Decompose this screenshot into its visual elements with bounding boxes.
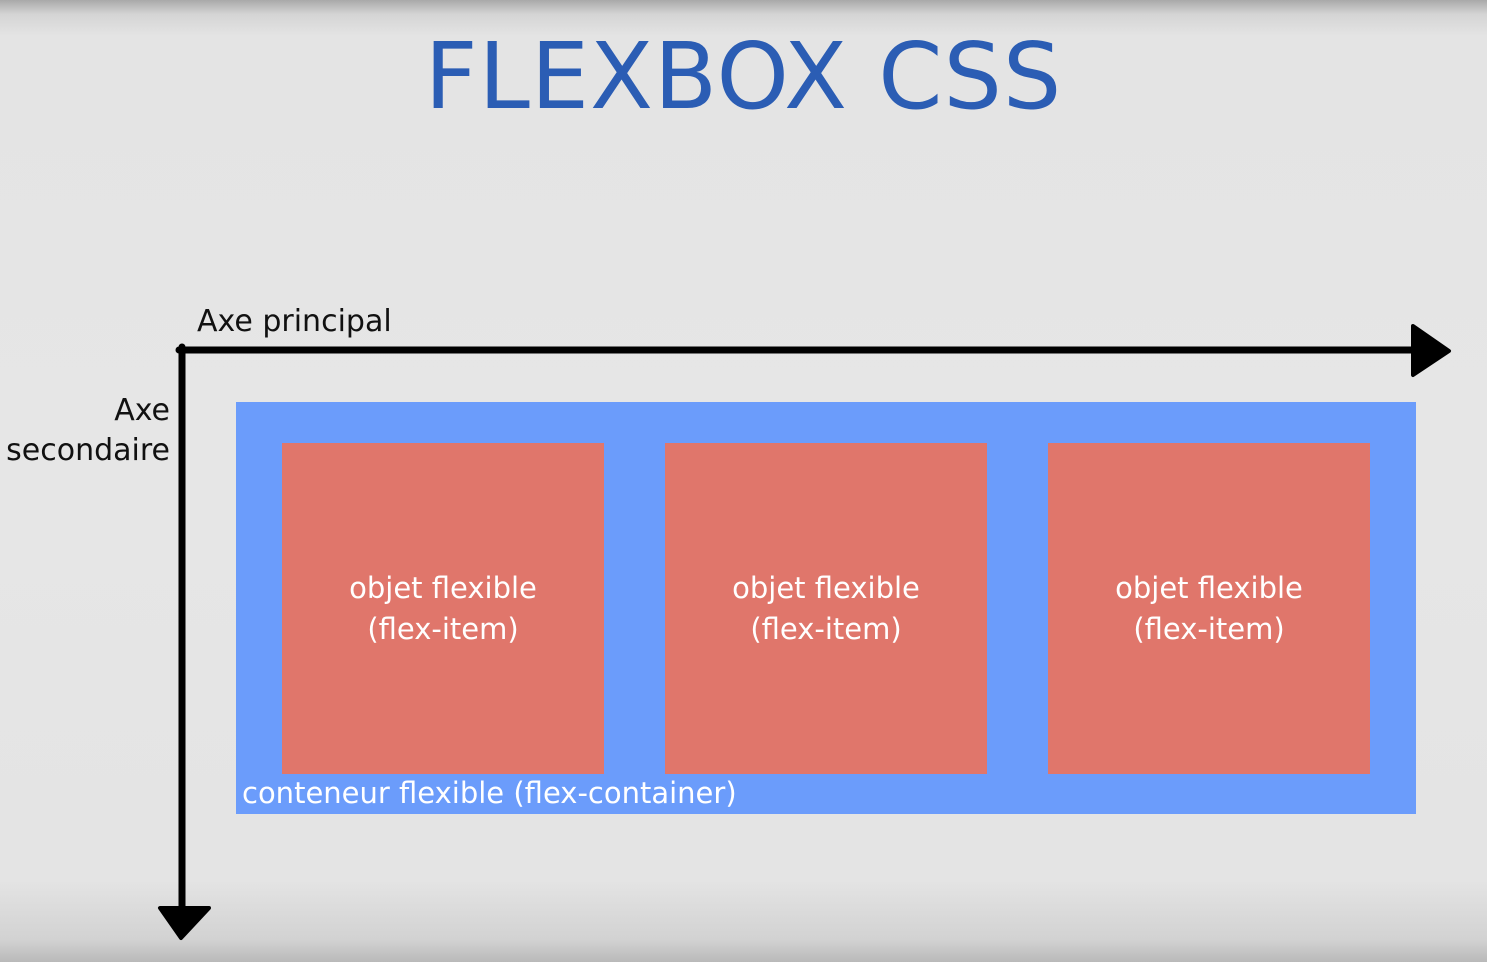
flex-item-label: objet flexible: [732, 570, 920, 605]
secondary-axis-label-line2: secondaire: [6, 433, 170, 468]
flex-container-label: conteneur flexible (flex-container): [242, 776, 737, 810]
main-axis-label: Axe principal: [197, 304, 392, 339]
flex-container: objet flexible (flex-item) objet flexibl…: [236, 402, 1416, 814]
flex-item-sublabel: (flex-item): [1133, 611, 1285, 646]
flex-item: objet flexible (flex-item): [282, 443, 604, 774]
flex-item-label: objet flexible: [349, 570, 537, 605]
secondary-axis-label: Axe secondaire: [0, 391, 170, 471]
flex-item-sublabel: (flex-item): [750, 611, 902, 646]
flex-item: objet flexible (flex-item): [1048, 443, 1370, 774]
flex-item-sublabel: (flex-item): [367, 611, 519, 646]
flex-item: objet flexible (flex-item): [665, 443, 987, 774]
flex-item-label: objet flexible: [1115, 570, 1303, 605]
secondary-axis-arrowhead-icon: [158, 906, 211, 940]
main-axis-arrowhead-icon: [1411, 324, 1451, 377]
secondary-axis-label-line1: Axe: [114, 393, 170, 428]
page-title: FLEXBOX CSS: [424, 23, 1063, 130]
